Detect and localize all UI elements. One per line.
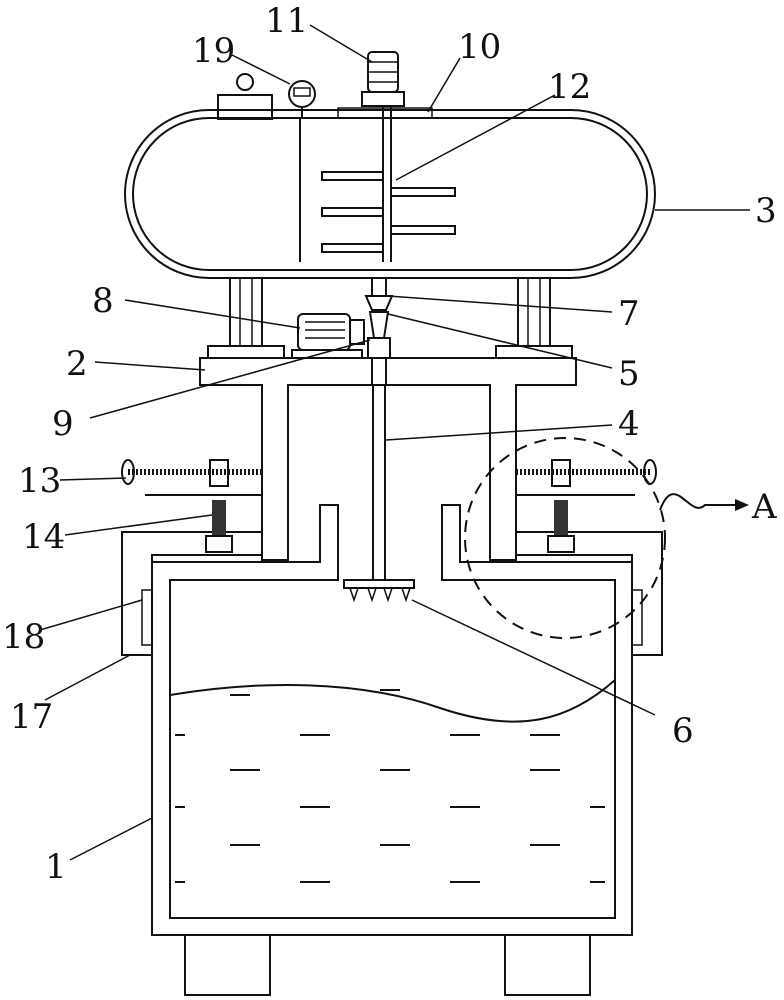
label-17: 17 <box>10 697 53 737</box>
lower-tank <box>152 505 632 935</box>
coupling <box>366 278 392 358</box>
label-10: 10 <box>458 27 501 67</box>
label-2: 2 <box>66 344 88 384</box>
drive-shaft <box>344 385 414 600</box>
pressure-gauge <box>289 81 315 118</box>
label-6: 6 <box>672 711 694 751</box>
label-12: 12 <box>548 67 591 107</box>
upper-stirrer <box>322 106 455 262</box>
label-13: 13 <box>18 461 61 501</box>
label-a: A <box>751 487 777 527</box>
inlet-lid <box>218 95 272 119</box>
label-14: 14 <box>22 517 65 557</box>
label-5: 5 <box>618 354 640 394</box>
label-18: 18 <box>2 617 45 657</box>
label-11: 11 <box>265 1 308 41</box>
foot-right <box>505 935 590 995</box>
label-8: 8 <box>92 281 114 321</box>
part-labels: 11 19 10 12 3 8 7 2 5 9 4 13 14 A 18 17 … <box>2 1 777 887</box>
detail-arrow <box>660 494 735 510</box>
label-7: 7 <box>618 294 640 334</box>
support-frame <box>200 358 576 560</box>
adjust-screws <box>122 460 656 552</box>
lid-ring <box>237 74 253 90</box>
label-9: 9 <box>52 404 74 444</box>
foot-left <box>185 935 270 995</box>
detail-circle <box>465 438 665 638</box>
label-1: 1 <box>45 847 67 887</box>
label-19: 19 <box>192 31 235 71</box>
label-4: 4 <box>618 404 640 444</box>
label-3: 3 <box>755 191 777 231</box>
